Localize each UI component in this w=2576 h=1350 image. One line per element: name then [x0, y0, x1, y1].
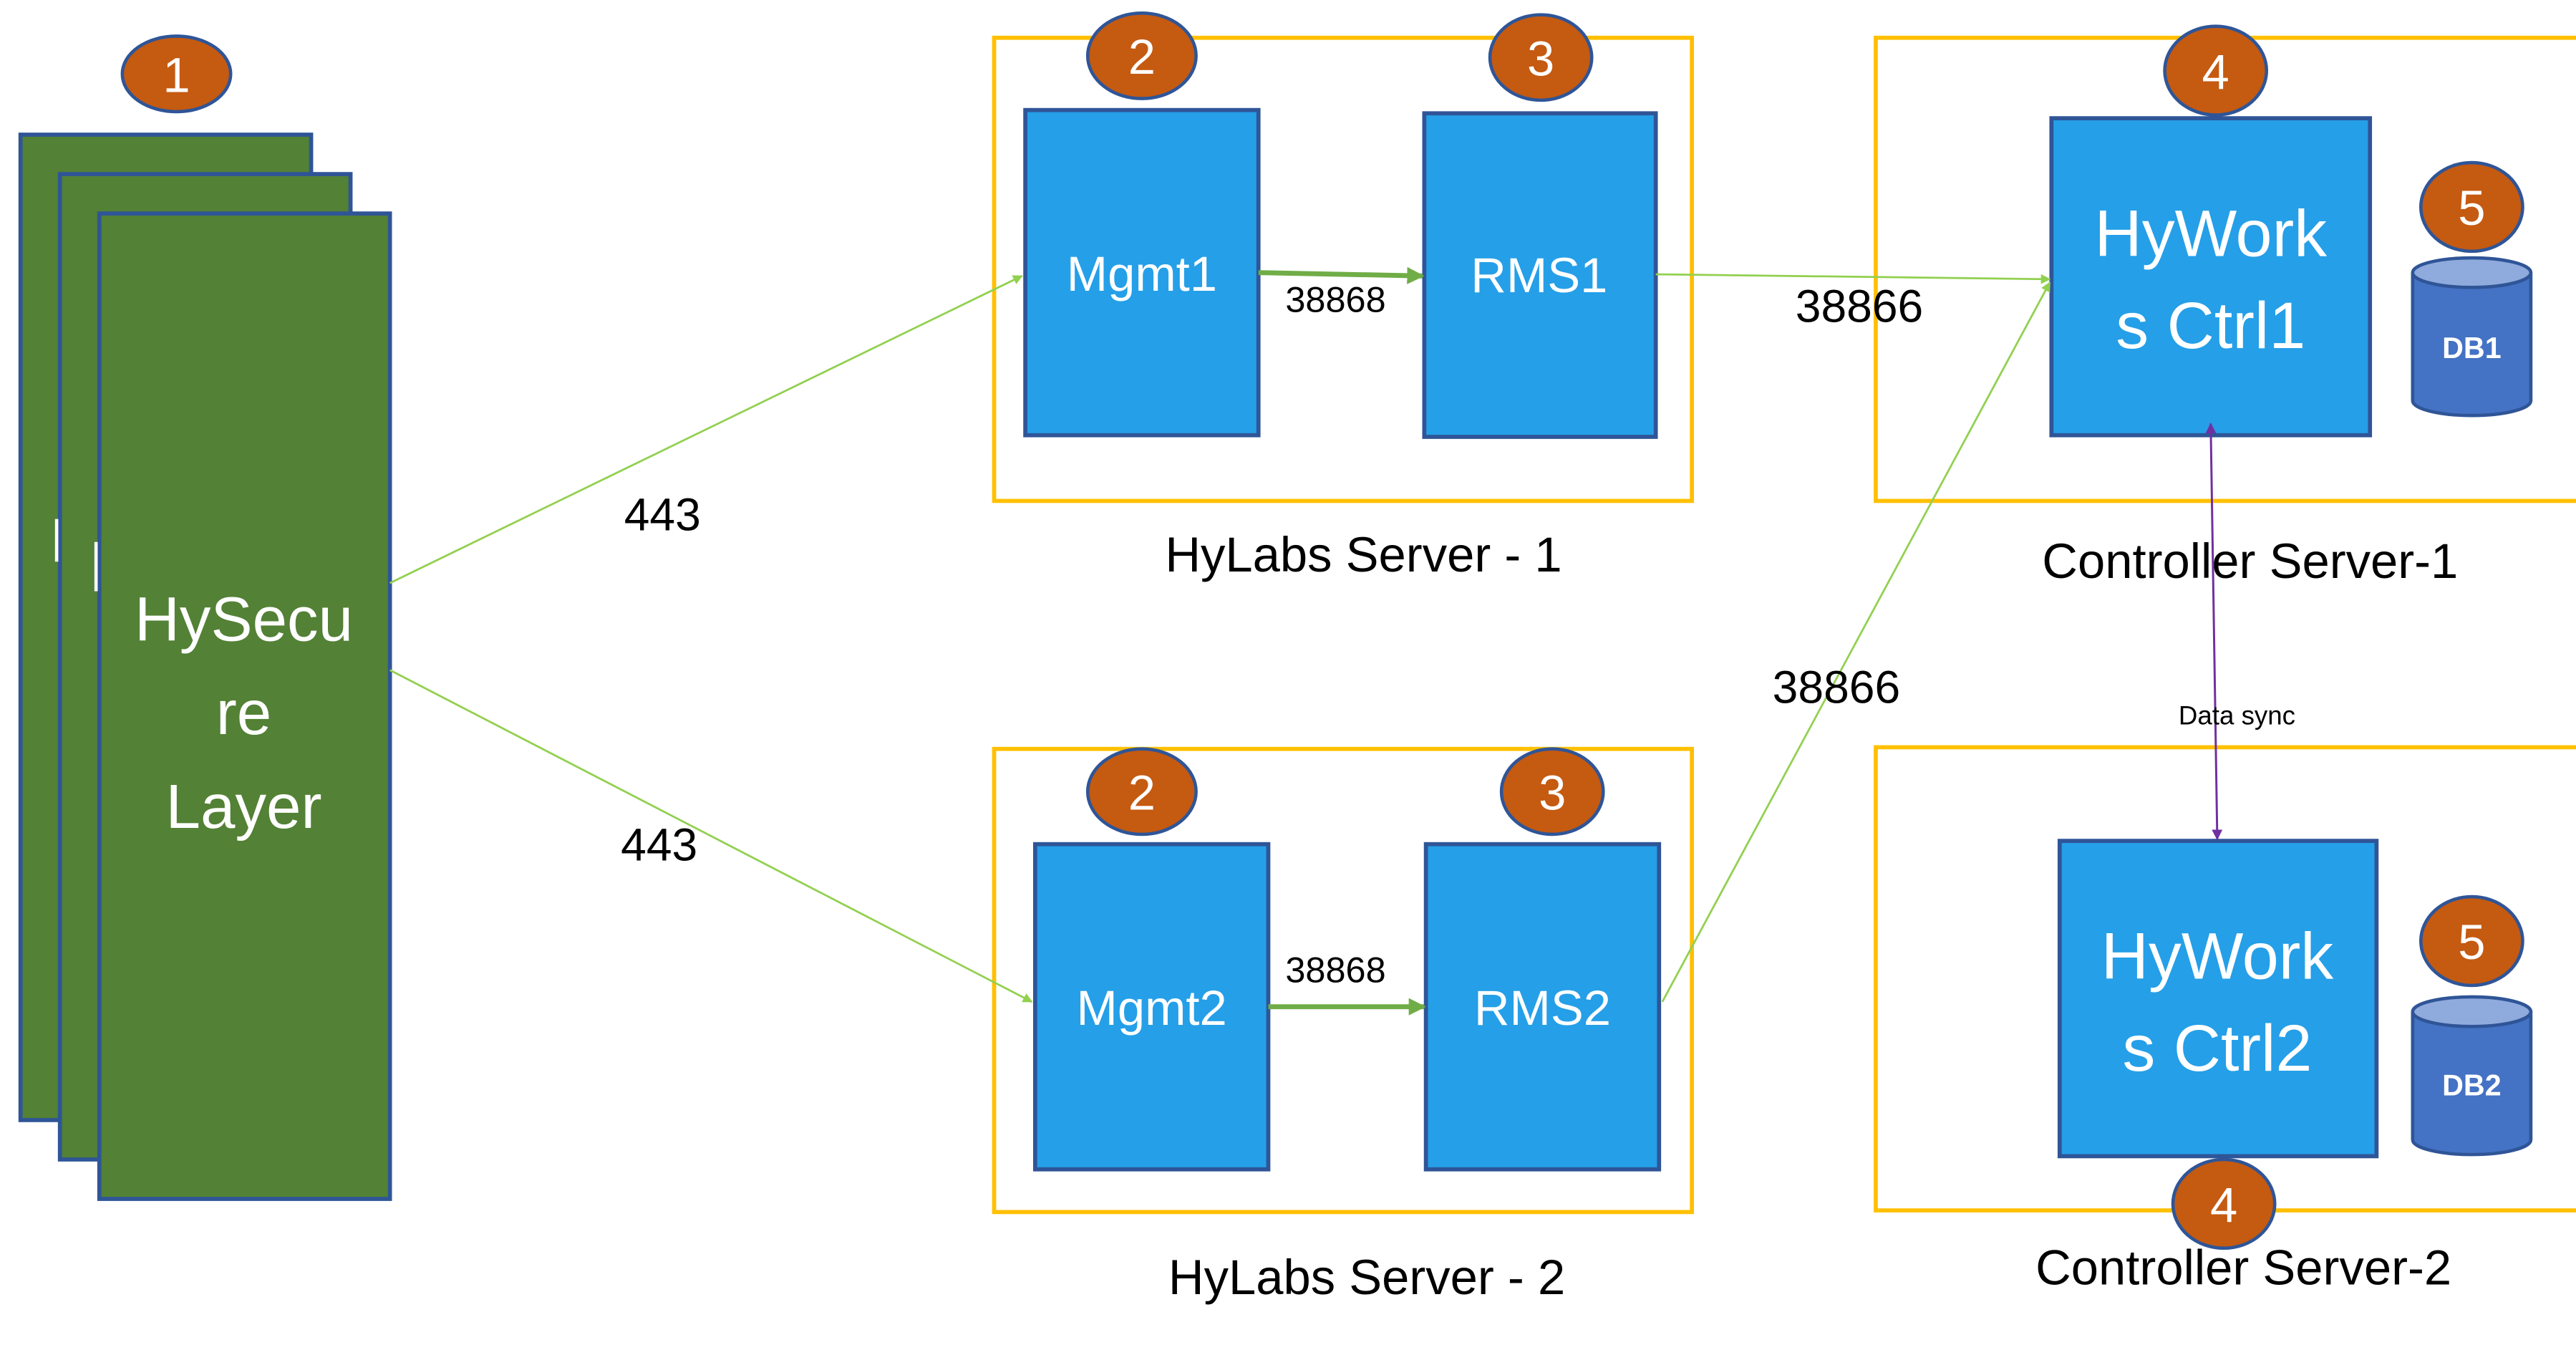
server-frame — [992, 35, 1694, 503]
hysecure-mgmt1-port: 443 — [624, 489, 701, 541]
badge-5: 5 — [2419, 160, 2524, 254]
hylabs-server-2-title: HyLabs Server - 2 — [1168, 1250, 1565, 1305]
ctrl-data-sync-link — [2205, 423, 2223, 841]
hysecure-to-mgmt2-link — [389, 669, 1033, 1003]
svg-text:2: 2 — [1128, 766, 1156, 821]
hysecure-label-line-1: HySecu — [135, 584, 353, 654]
hyworks-ctrl2-node[interactable] — [2057, 839, 2379, 1159]
rms2-label: RMS2 — [1474, 980, 1611, 1036]
badge-2: 2 — [1085, 11, 1198, 100]
hysecure-to-mgmt1-link — [389, 275, 1023, 584]
badge-5: 5 — [2419, 895, 2524, 988]
mgmt2-node[interactable] — [1032, 842, 1271, 1172]
hylabs-server-1: Mgmt1 RMS1 38868 2 3 HyLabs Server - 1 — [992, 11, 1694, 582]
ctrl2-label-line-1: HyWork — [2101, 920, 2334, 993]
ctrl2-label-line-2: s Ctrl2 — [2122, 1012, 2312, 1085]
hylabs-server-1-title: HyLabs Server - 1 — [1165, 527, 1561, 582]
svg-text:4: 4 — [2210, 1177, 2237, 1233]
mgmt2-label: Mgmt2 — [1077, 980, 1227, 1036]
rms2-to-ctrl1-link — [1661, 281, 2051, 1003]
db2-label: DB2 — [2442, 1069, 2502, 1102]
hidden-text-glyph — [54, 519, 59, 562]
hylabs-server-2: Mgmt2 RMS2 38868 2 3 HyLabs Server - 2 — [992, 746, 1694, 1305]
svg-text:3: 3 — [1527, 31, 1554, 86]
svg-text:2: 2 — [1128, 29, 1156, 85]
svg-text:1: 1 — [163, 47, 190, 102]
mgmt1-to-rms1-arrow — [1258, 266, 1425, 284]
badge-4: 4 — [2171, 1157, 2277, 1250]
db1-label: DB1 — [2442, 332, 2502, 365]
ctrl1-label-line-2: s Ctrl1 — [2116, 289, 2305, 362]
badge-4: 4 — [2163, 24, 2269, 117]
mgmt1-label: Mgmt1 — [1067, 246, 1217, 302]
badge-3: 3 — [1488, 13, 1594, 102]
badge-3: 3 — [1499, 747, 1605, 836]
rms1-ctrl1-port: 38866 — [1796, 280, 1924, 332]
badge-1: 1 — [120, 34, 233, 114]
svg-text:4: 4 — [2202, 44, 2229, 100]
db2-cylinder-icon[interactable]: DB2 — [2411, 995, 2533, 1157]
controller-server-2-title: Controller Server-2 — [2035, 1240, 2451, 1295]
badge-2: 2 — [1085, 747, 1198, 836]
svg-text:3: 3 — [1539, 766, 1566, 821]
controller-server-1: HyWork s Ctrl1 DB1 4 5 Controller Server… — [1874, 24, 2576, 589]
hysecure-mgmt2-port: 443 — [621, 819, 697, 871]
server-frame — [992, 746, 1694, 1215]
hysecure-card-front — [97, 211, 392, 1201]
ctrl1-label-line-1: HyWork — [2095, 198, 2328, 271]
svg-text:5: 5 — [2458, 180, 2485, 236]
svg-text:5: 5 — [2458, 915, 2485, 970]
mgmt1-node[interactable] — [1023, 107, 1261, 438]
data-sync-label: Data sync — [2179, 700, 2295, 730]
rms1-to-ctrl1-link — [1655, 273, 2051, 284]
mgmt1-rms1-port: 38868 — [1285, 279, 1385, 320]
hysecure-layer[interactable]: HySecu re Layer — [18, 132, 392, 1201]
controller-server-2: HyWork s Ctrl2 DB2 5 4 Controller Server… — [1874, 745, 2576, 1295]
hyworks-ctrl1-node[interactable] — [2049, 116, 2373, 438]
hidden-text-glyph — [94, 541, 98, 592]
db1-cylinder-icon[interactable]: DB1 — [2411, 256, 2533, 418]
mgmt2-rms2-port: 38868 — [1285, 949, 1385, 990]
hysecure-label-line-3: Layer — [166, 772, 322, 842]
hysecure-label-line-2: re — [216, 678, 271, 748]
rms2-ctrl1-port: 38866 — [1773, 661, 1900, 713]
controller-server-1-title: Controller Server-1 — [2042, 534, 2458, 589]
rms1-label: RMS1 — [1471, 248, 1607, 303]
